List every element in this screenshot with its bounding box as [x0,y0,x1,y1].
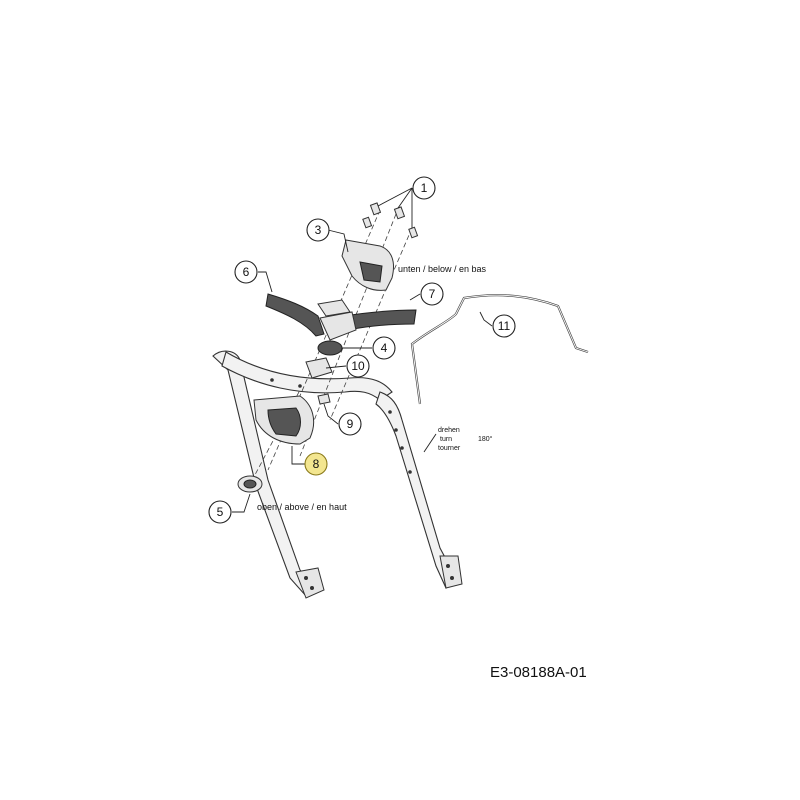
callout-9: 9 [338,412,362,436]
part-10 [305,357,333,379]
note-rotate-fr: tourner [438,445,461,452]
callout-6: 6 [234,260,258,284]
callout-3: 3 [306,218,330,242]
note-below: unten / below / en bas [398,264,487,274]
svg-text:10: 10 [351,359,365,373]
svg-text:7: 7 [429,287,436,301]
svg-text:11: 11 [498,319,511,333]
svg-text:1: 1 [421,181,428,195]
knob [237,475,263,493]
leader-lines [232,187,493,513]
control-wire [410,294,589,405]
callout-10: 10 [346,354,370,378]
drawing-code: E3-08188A-01 [490,664,587,681]
part-9 [317,393,331,405]
svg-text:5: 5 [217,505,224,519]
left-mount-plate [295,567,325,599]
screws [362,202,419,239]
callout-7: 7 [420,282,444,306]
callout-11: 11 [492,314,516,338]
callout-8: 8 [304,452,328,476]
note-above: oben / above / en haut [257,502,347,512]
svg-text:8: 8 [313,457,320,471]
levers [265,293,417,341]
callout-4: 4 [372,336,396,360]
callout-1: 1 [412,176,436,200]
part-4 [317,340,343,356]
note-rotate-angle: 180° [478,435,493,443]
svg-text:9: 9 [347,417,354,431]
note-rotate-en: turn [440,436,452,443]
svg-text:6: 6 [243,265,250,279]
lower-housing [253,395,315,445]
note-rotate-de: drehen [438,427,460,434]
right-mount-plate [439,555,463,589]
callout-5: 5 [208,500,232,524]
svg-text:3: 3 [315,223,322,237]
svg-text:4: 4 [381,341,388,355]
handle-frame [212,350,463,599]
